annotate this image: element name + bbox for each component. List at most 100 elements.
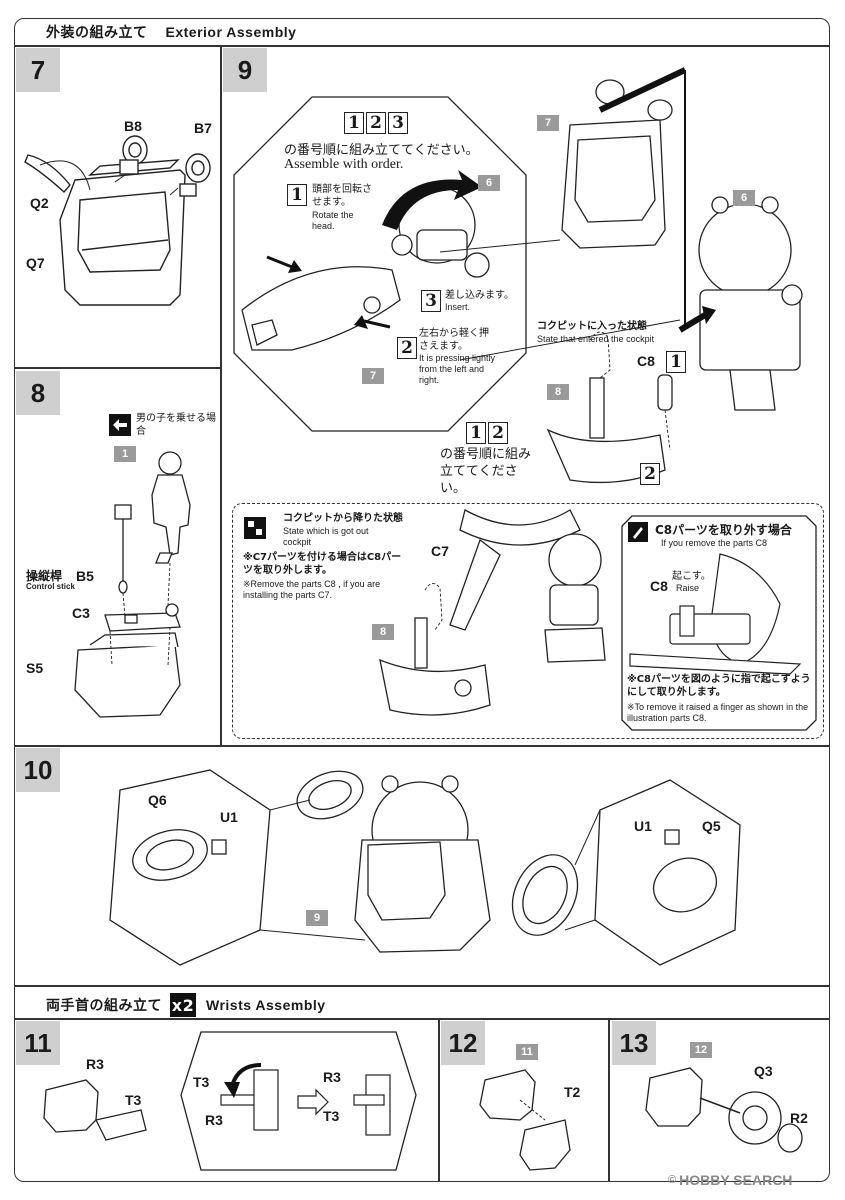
sub-step-3-en: Insert. [445, 302, 471, 312]
remove-note-en: ※To remove it raised a finger as shown i… [627, 702, 809, 723]
sub-step-2-jp: 左右から軽く押さえます。 [419, 328, 489, 352]
sub-step-1-en: Rotate the head. [312, 210, 354, 231]
step-9-assembly-illustration [439, 67, 803, 484]
part-label-t3: T3 [125, 1092, 142, 1108]
part-label-u1: U1 [634, 818, 652, 834]
detail-label-r3: R3 [323, 1069, 341, 1085]
sub-step-2-en: It is pressing lightly from the left and… [419, 353, 496, 385]
part-label-c8: C8 [650, 578, 668, 594]
divider [14, 367, 221, 369]
order-box: 1 [466, 422, 486, 444]
exit-state-jp: コクピットから降りた状態 [283, 513, 403, 524]
wrists-title-jp: 両手首の組み立て [46, 998, 162, 1014]
divider [220, 45, 222, 745]
page-frame [14, 18, 830, 1182]
step-8-illustration [74, 451, 191, 718]
part-tag-6: 6 [478, 175, 500, 191]
part-tag-11: 11 [516, 1044, 538, 1060]
part-label-q6: Q6 [148, 792, 167, 808]
exit-indicator-icon [243, 516, 267, 544]
divider [14, 1018, 830, 1020]
order2-box-2: 2 [640, 463, 662, 485]
step-10-illustration [109, 769, 741, 966]
part-tag-6: 6 [733, 190, 755, 206]
part-label-b8: B8 [124, 118, 142, 134]
wrists-title-en: Wrists Assembly [206, 997, 326, 1013]
order-instruction-en: Assemble with order. [284, 157, 404, 172]
control-stick-jp: 操縦桿 [26, 569, 63, 583]
cockpit-state-jp: コクピットに入った状態 [537, 321, 647, 332]
divider [438, 1018, 440, 1182]
order-instruction-jp: の番号順に組み立ててください。 [284, 143, 479, 158]
divider [14, 985, 830, 987]
exterior-header: 外装の組み立て Exterior Assembly [46, 22, 296, 42]
step-8-tag: 1 [114, 446, 136, 462]
step-11-illustration [43, 1031, 417, 1171]
remove-c8-subtitle: If you remove the parts C8 [661, 538, 768, 548]
control-stick-en: Control stick [26, 582, 75, 591]
remove-note-jp: ※C8パーツを図のように指で起こすようにして取り外します。 [627, 674, 811, 698]
part-tag-8: 8 [372, 624, 394, 640]
exit-state-en: State which is got out cockpit [283, 526, 369, 547]
step-11-number: 11 [16, 1021, 60, 1065]
detail-label-r3: R3 [205, 1112, 223, 1128]
sub-step-3-jp: 差し込みます。 [445, 290, 514, 301]
part-label-b5: B5 [76, 568, 94, 584]
part-tag-8: 8 [547, 384, 569, 400]
divider [14, 45, 830, 47]
order-box: 2 [640, 463, 660, 485]
part-label-u1: U1 [220, 809, 238, 825]
part-label-s5: S5 [26, 660, 44, 676]
multiplier-badge: x2 [170, 993, 196, 1017]
step-12-number: 12 [441, 1021, 485, 1065]
exterior-title-en: Exterior Assembly [165, 24, 297, 40]
detail-label-t3: T3 [323, 1108, 340, 1124]
order-box: 3 [388, 112, 408, 134]
order-box: 1 [344, 112, 364, 134]
divider [14, 745, 830, 747]
exit-illustration [379, 509, 606, 716]
part-label-c8: C8 [637, 353, 655, 369]
sub-step-3: 3 [421, 290, 443, 312]
step-7-number: 7 [16, 48, 60, 92]
sub-step-box: 1 [287, 184, 307, 206]
step-9-detail-frame [233, 96, 527, 432]
step-8-number: 8 [16, 371, 60, 415]
part-label-q5: Q5 [702, 818, 721, 834]
part-label-q3: Q3 [754, 1063, 773, 1079]
copyright-mark: © [668, 1174, 677, 1186]
part-label-r2: R2 [790, 1110, 808, 1126]
exterior-title-jp: 外装の組み立て [46, 25, 148, 41]
wrists-header: 両手首の組み立て x2 Wrists Assembly [46, 993, 326, 1017]
step-12-illustration [479, 1069, 571, 1171]
part-label-c7: C7 [431, 543, 449, 559]
step-9-number: 9 [223, 48, 267, 92]
watermark: © HOBBY SEARCH [668, 1172, 792, 1188]
sub-step-1: 1 [287, 184, 309, 206]
cockpit-state-en: State that entered the cockpit [537, 334, 655, 344]
sub-step-box: 2 [397, 337, 417, 359]
divider [608, 1018, 610, 1182]
order-box: 2 [488, 422, 508, 444]
part-tag-7: 7 [362, 368, 384, 384]
step-13-illustration [645, 1067, 803, 1153]
detail-label-t3: T3 [193, 1074, 210, 1090]
sub-step-1-jp: 頭部を回転させます。 [312, 184, 372, 208]
step-8-note: 男の子を乗せる場合 [136, 413, 216, 437]
sub-step-box: 3 [421, 290, 441, 312]
part-tag-12: 12 [690, 1042, 712, 1058]
info-icon [627, 521, 649, 547]
part-label-t2: T2 [564, 1084, 581, 1100]
part-label-q7: Q7 [26, 255, 45, 271]
raise-en: Raise [676, 583, 700, 593]
part-label-q2: Q2 [30, 195, 49, 211]
boy-indicator-icon [108, 413, 132, 441]
step-13-number: 13 [612, 1021, 656, 1065]
c7-note-jp: ※C7パーツを付ける場合はC8パーツを取り外します。 [243, 552, 402, 576]
c7-note-en: ※Remove the parts C8 , if you are instal… [243, 579, 381, 600]
part-label-c3: C3 [72, 605, 90, 621]
part-tag-7: 7 [537, 115, 559, 131]
order-box: 2 [366, 112, 386, 134]
remove-c8-title: C8パーツを取り外す場合 [655, 523, 792, 537]
